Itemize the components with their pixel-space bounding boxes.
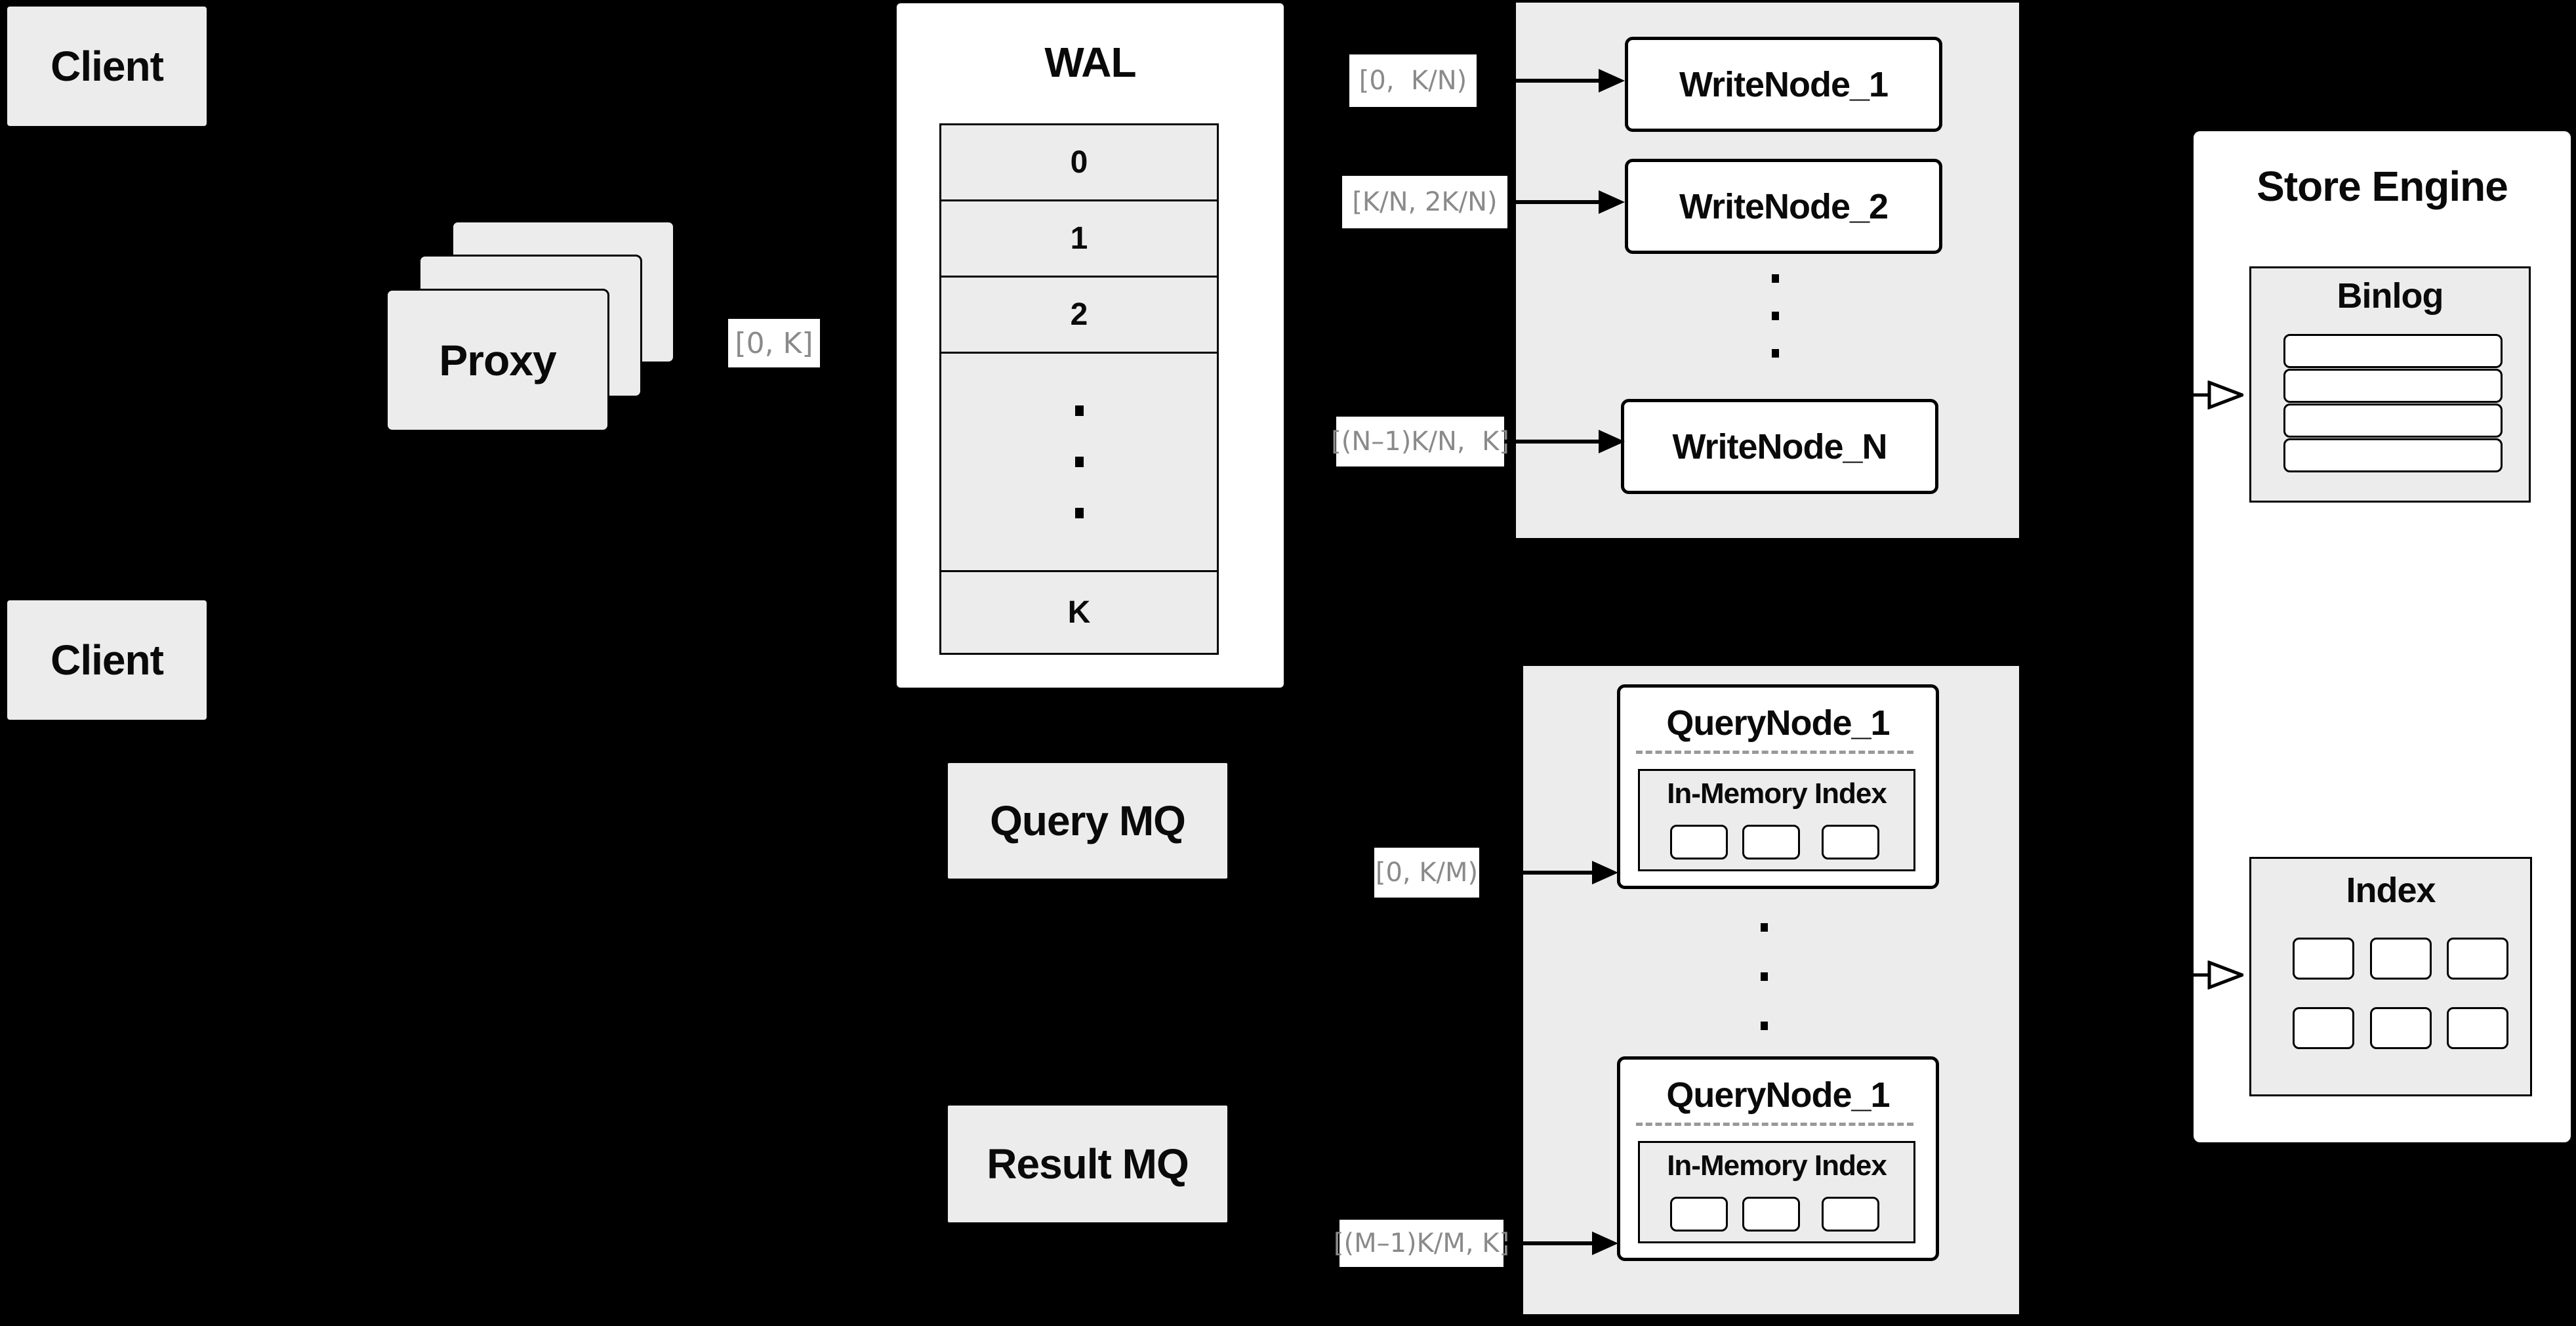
solid-right-arrow-icon: [1479, 861, 1618, 884]
store-engine-title: Store Engine: [2257, 163, 2508, 210]
index-slot: [1670, 825, 1728, 860]
index-cell: [2447, 1007, 2508, 1049]
binlog-label: Binlog: [2337, 276, 2444, 316]
proxy-label: Proxy: [439, 336, 556, 384]
wal-panel: WAL 0 1 2 K: [895, 2, 1285, 689]
client-box-bottom: Client: [6, 599, 208, 721]
query-node-top-label: QueryNode_1: [1666, 703, 1890, 743]
query-node-top: QueryNode_1 In-Memory Index: [1617, 684, 1939, 889]
result-mq-box: Result MQ: [947, 1104, 1229, 1224]
write-node-n-range-label: [(N–1)K/N, K]: [1331, 417, 1509, 466]
write-node-1: WriteNode_1: [1625, 37, 1942, 132]
proxy-card-front: Proxy: [386, 289, 609, 432]
binlog-row: [2283, 404, 2503, 438]
wal-title: WAL: [1044, 39, 1136, 86]
query-node-bottom-range-label: [(M–1)K/M, K]: [1334, 1220, 1509, 1267]
vertical-ellipsis-icon: [1759, 914, 1768, 1039]
write-node-1-range-label: [0, K/N): [1349, 54, 1477, 107]
binlog-row: [2283, 369, 2503, 403]
index-slot: [1822, 825, 1879, 860]
index-cell: [2370, 938, 2432, 980]
open-right-arrow-icon: [2152, 961, 2243, 989]
open-right-arrow-icon: [2152, 381, 2243, 409]
in-memory-index-label: In-Memory Index: [1667, 1150, 1887, 1182]
index-box: Index: [2249, 857, 2532, 1096]
result-mq-label: Result MQ: [987, 1140, 1189, 1188]
index-cell: [2293, 1007, 2354, 1049]
query-node-bottom: QueryNode_1 In-Memory Index: [1617, 1056, 1939, 1261]
solid-right-arrow-icon: [1477, 69, 1625, 93]
index-slot: [1822, 1197, 1879, 1232]
client-top-label: Client: [51, 43, 164, 90]
solid-right-arrow-icon: [1503, 1232, 1618, 1255]
index-slot: [1670, 1197, 1728, 1232]
index-slot: [1742, 825, 1800, 860]
index-cell: [2293, 938, 2354, 980]
wal-segment-row: 1: [941, 201, 1217, 278]
in-memory-index-box-top: In-Memory Index: [1638, 769, 1915, 871]
in-memory-index-box-bottom: In-Memory Index: [1638, 1141, 1915, 1243]
solid-right-arrow-icon: [1507, 190, 1625, 214]
store-engine-panel: Store Engine Binlog Index: [2192, 130, 2572, 1144]
client-box-top: Client: [6, 5, 208, 127]
binlog-box: Binlog: [2249, 266, 2531, 503]
query-node-top-range-label: [0, K/M): [1374, 848, 1479, 898]
index-cell: [2447, 938, 2508, 980]
write-node-2-range-label: [K/N, 2K/N): [1342, 176, 1507, 228]
wal-segment-table: 0 1 2 K: [939, 123, 1219, 655]
index-slot: [1742, 1197, 1800, 1232]
wal-segment-row: 0: [941, 125, 1217, 201]
proxy-range-label: [0, K]: [728, 319, 820, 367]
wal-segment-row-k: K: [941, 572, 1217, 653]
wal-segment-row: 2: [941, 278, 1217, 354]
query-node-panel: QueryNode_1 In-Memory Index QueryNode_1 …: [1523, 666, 2019, 1314]
index-cell: [2370, 1007, 2432, 1049]
query-mq-label: Query MQ: [990, 797, 1186, 844]
dashed-divider: [1636, 751, 1913, 754]
binlog-row: [2283, 334, 2503, 368]
client-bottom-label: Client: [51, 636, 164, 684]
in-memory-index-label: In-Memory Index: [1667, 777, 1887, 810]
index-label: Index: [2346, 871, 2436, 910]
vertical-ellipsis-icon: [941, 354, 1217, 572]
vertical-ellipsis-icon: [1770, 268, 1780, 363]
binlog-row: [2283, 438, 2503, 472]
query-node-bottom-label: QueryNode_1: [1666, 1075, 1890, 1115]
write-node-n: WriteNode_N: [1621, 399, 1938, 494]
write-node-2: WriteNode_2: [1625, 159, 1942, 254]
solid-right-arrow-icon: [1504, 430, 1625, 453]
dashed-divider: [1636, 1123, 1913, 1126]
query-mq-box: Query MQ: [947, 762, 1229, 880]
